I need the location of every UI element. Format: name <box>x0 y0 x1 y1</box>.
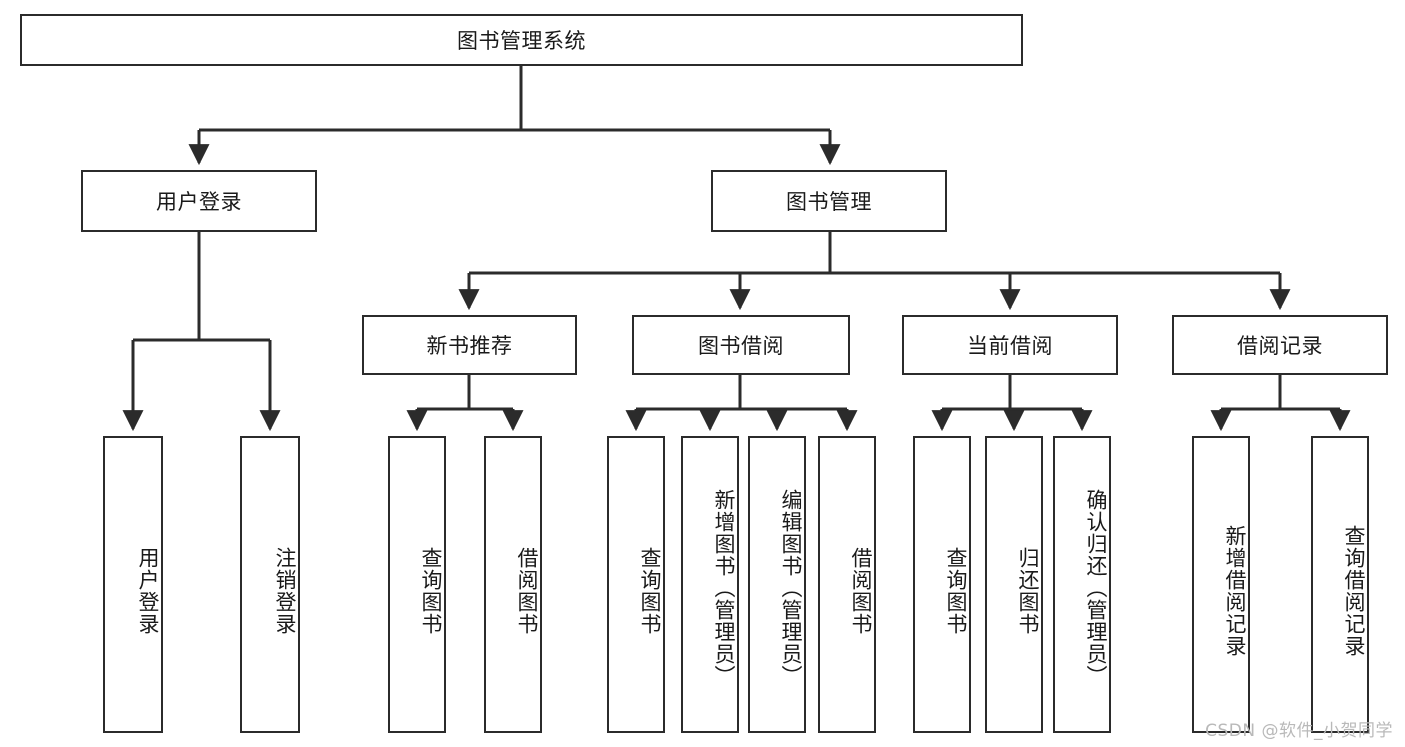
node-leaf-add-borrow-record[interactable]: 新增借阅记录 <box>1192 436 1250 733</box>
node-user-login[interactable]: 用户登录 <box>81 170 317 232</box>
node-leaf-add-book[interactable]: 新增图书（管理员） <box>681 436 739 733</box>
node-leaf-query-book-current-label: 查询图书 <box>944 546 968 635</box>
watermark-text: CSDN @软件_小贺同学 <box>1205 721 1393 741</box>
node-new-book-recommend[interactable]: 新书推荐 <box>362 315 577 375</box>
node-leaf-query-book-recommend-label: 查询图书 <box>419 546 443 635</box>
node-leaf-confirm-return-label: 确认归还（管理员） <box>1084 488 1108 687</box>
node-leaf-return-book[interactable]: 归还图书 <box>985 436 1043 733</box>
node-leaf-query-book-borrow-label: 查询图书 <box>638 546 662 635</box>
node-leaf-query-borrow-record-label: 查询借阅记录 <box>1342 524 1366 657</box>
node-root-label: 图书管理系统 <box>457 29 586 53</box>
node-leaf-user-logout[interactable]: 注销登录 <box>240 436 300 733</box>
node-new-book-recommend-label: 新书推荐 <box>426 334 513 358</box>
node-book-borrow-label: 图书借阅 <box>698 334 784 358</box>
node-leaf-edit-book-label: 编辑图书（管理员） <box>779 488 803 687</box>
node-leaf-borrow-book-recommend[interactable]: 借阅图书 <box>484 436 542 733</box>
node-current-borrow-label: 当前借阅 <box>967 334 1053 358</box>
node-user-login-label: 用户登录 <box>156 190 242 214</box>
node-leaf-user-login[interactable]: 用户登录 <box>103 436 163 733</box>
node-leaf-borrow-book[interactable]: 借阅图书 <box>818 436 876 733</box>
node-leaf-add-book-label: 新增图书（管理员） <box>712 488 736 687</box>
node-root[interactable]: 图书管理系统 <box>20 14 1023 66</box>
node-book-borrow[interactable]: 图书借阅 <box>632 315 850 375</box>
node-leaf-user-logout-label: 注销登录 <box>273 546 297 635</box>
node-borrow-records[interactable]: 借阅记录 <box>1172 315 1388 375</box>
node-leaf-query-borrow-record[interactable]: 查询借阅记录 <box>1311 436 1369 733</box>
node-leaf-user-login-label: 用户登录 <box>136 546 160 635</box>
node-leaf-confirm-return[interactable]: 确认归还（管理员） <box>1053 436 1111 733</box>
node-leaf-return-book-label: 归还图书 <box>1016 546 1040 635</box>
node-leaf-borrow-book-label: 借阅图书 <box>849 546 873 635</box>
node-leaf-query-book-borrow[interactable]: 查询图书 <box>607 436 665 733</box>
node-leaf-add-borrow-record-label: 新增借阅记录 <box>1223 524 1247 657</box>
node-book-management-label: 图书管理 <box>786 190 872 214</box>
node-borrow-records-label: 借阅记录 <box>1237 334 1323 358</box>
node-leaf-borrow-book-recommend-label: 借阅图书 <box>515 546 539 635</box>
node-leaf-edit-book[interactable]: 编辑图书（管理员） <box>748 436 806 733</box>
node-leaf-query-book-current[interactable]: 查询图书 <box>913 436 971 733</box>
node-current-borrow[interactable]: 当前借阅 <box>902 315 1118 375</box>
node-leaf-query-book-recommend[interactable]: 查询图书 <box>388 436 446 733</box>
node-book-management[interactable]: 图书管理 <box>711 170 947 232</box>
